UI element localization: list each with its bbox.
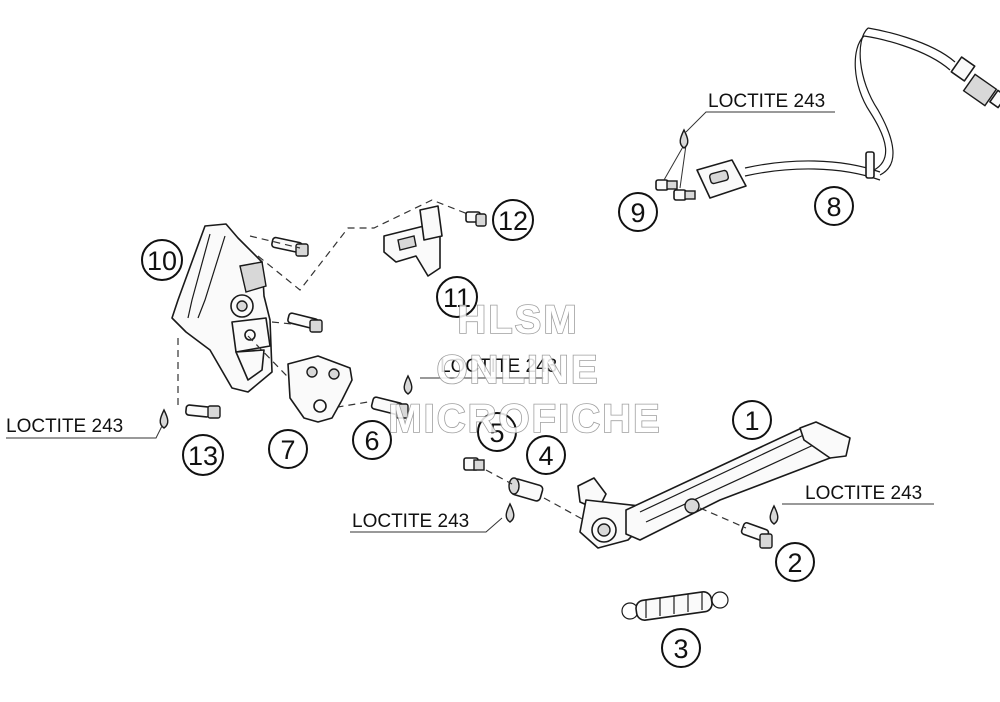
pivot-screw: [370, 374, 413, 419]
part-number-10: 10: [141, 239, 183, 281]
loctite-drop-icon: [769, 504, 779, 525]
side-stand-bracket: [171, 223, 273, 393]
loctite-drop-icon: [505, 502, 515, 523]
svg-text:4: 4: [538, 441, 553, 471]
part-number-11: 11: [436, 276, 478, 318]
part-number-5: 5: [477, 412, 517, 452]
part-number-12: 12: [492, 199, 534, 241]
part-number-7: 7: [268, 429, 308, 469]
loctite-drop-icon: [159, 408, 169, 429]
svg-text:11: 11: [443, 283, 471, 313]
watermark: HLSM ONLINE MICROFICHE: [388, 297, 661, 442]
svg-text:2: 2: [787, 548, 802, 578]
svg-text:9: 9: [630, 198, 645, 228]
bushings: [463, 457, 585, 523]
stand-bolt: [699, 504, 779, 549]
svg-text:ONLINE: ONLINE: [436, 348, 599, 392]
part-number-2: 2: [775, 542, 815, 582]
loctite-label-bottom: LOCTITE 243: [352, 511, 469, 532]
loctite-label-right: LOCTITE 243: [805, 483, 922, 504]
svg-text:10: 10: [147, 246, 177, 276]
loctite-label-mid: LOCTITE 243: [440, 356, 557, 377]
svg-text:3: 3: [673, 634, 688, 664]
svg-text:8: 8: [826, 192, 841, 222]
side-stand: [577, 421, 851, 549]
svg-text:13: 13: [188, 441, 218, 471]
svg-text:MICROFICHE: MICROFICHE: [388, 397, 661, 441]
switch-bracket: [383, 205, 487, 277]
loctite-drop-icon: [679, 128, 689, 149]
bracket-bolts: [185, 236, 323, 419]
part-number-13: 13: [182, 434, 224, 476]
svg-text:12: 12: [498, 206, 528, 236]
part-number-6: 6: [352, 420, 392, 460]
switch-screws: [655, 111, 835, 201]
guide-plate: [287, 355, 353, 423]
part-number-8: 8: [814, 186, 854, 226]
loctite-label-top: LOCTITE 243: [708, 91, 825, 112]
part-number-9: 9: [618, 192, 658, 232]
spring: [621, 591, 729, 621]
svg-text:6: 6: [364, 426, 379, 456]
side-stand-switch-cable: [696, 27, 1000, 199]
loctite-drop-icon: [403, 374, 413, 395]
part-number-4: 4: [526, 435, 566, 475]
part-number-1: 1: [732, 400, 772, 440]
svg-text:5: 5: [489, 418, 504, 448]
svg-text:1: 1: [744, 406, 759, 436]
svg-text:7: 7: [280, 435, 295, 465]
loctite-label-left: LOCTITE 243: [6, 416, 123, 437]
part-number-3: 3: [661, 628, 701, 668]
svg-text:HLSM: HLSM: [457, 298, 578, 342]
